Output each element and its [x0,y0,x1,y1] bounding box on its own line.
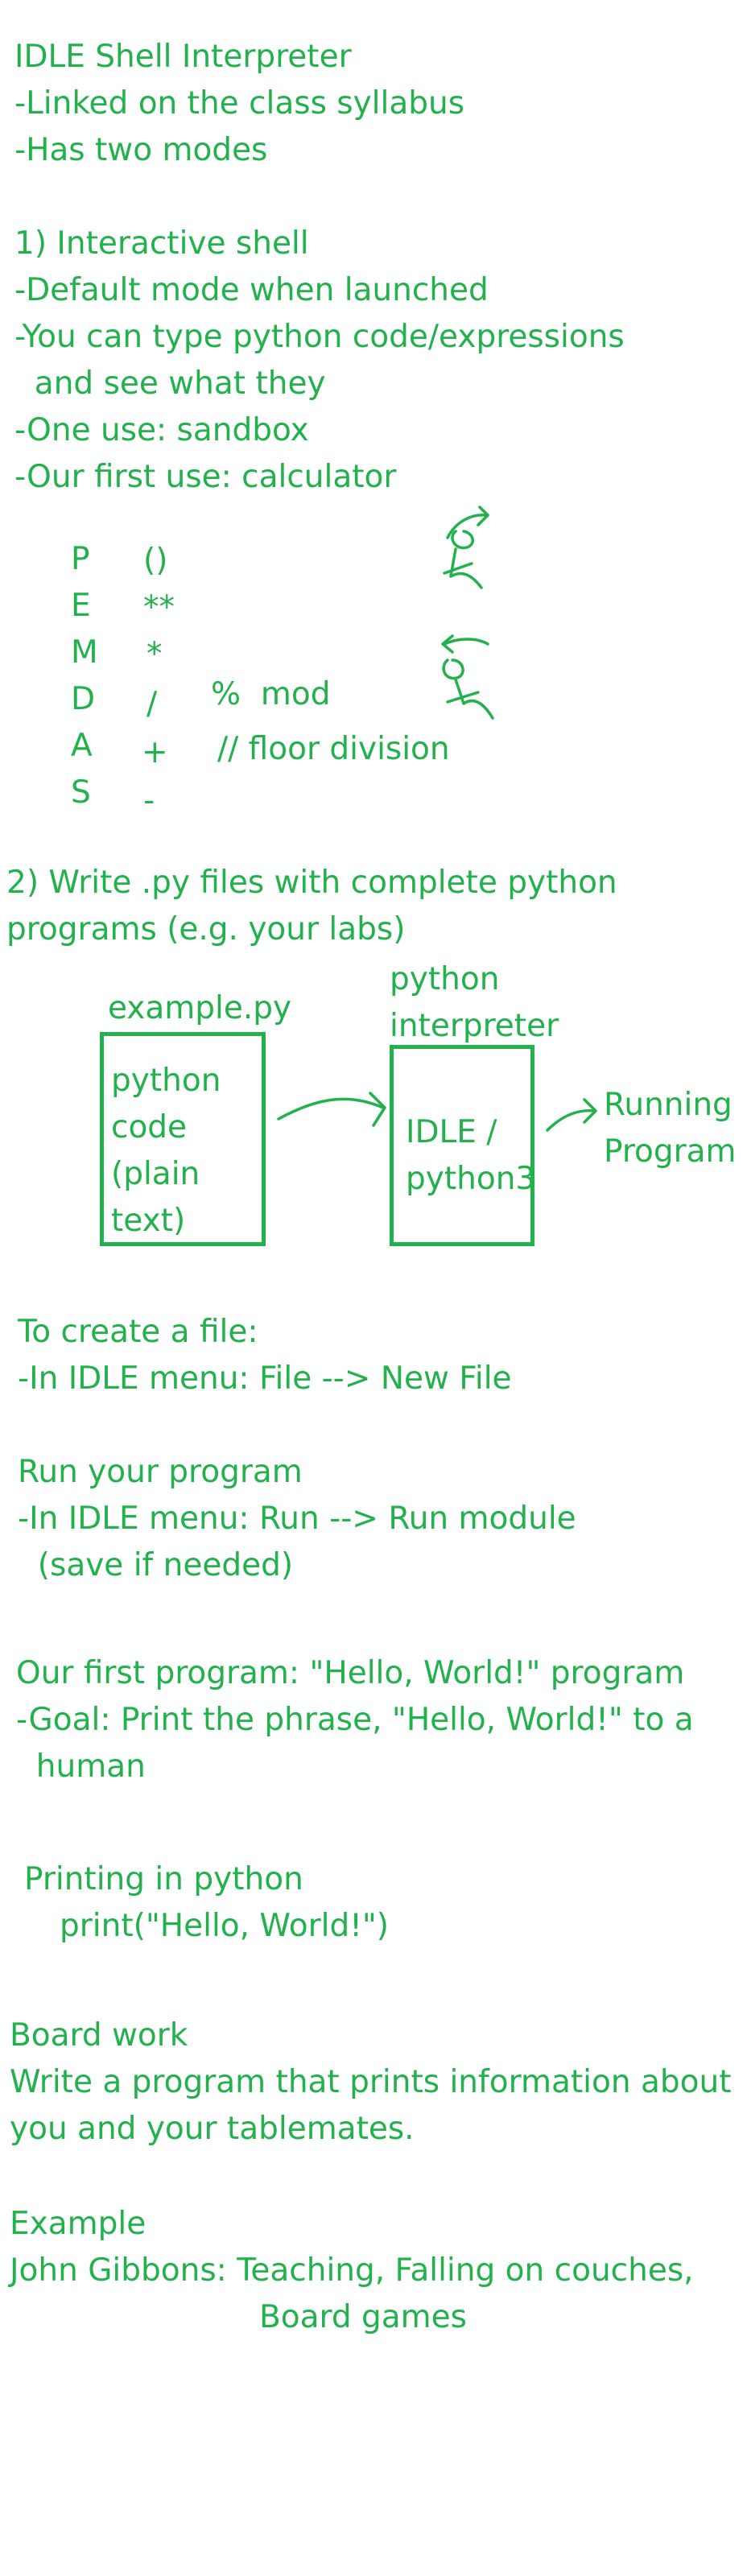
section-title: Run your program [18,1454,303,1490]
pemdas-letter: M [71,634,98,671]
note-line: human [16,1748,146,1785]
pemdas-letter: E [71,588,91,624]
output-label: Running [604,1087,733,1123]
page-title: IDLE Shell Interpreter [14,39,352,75]
note-line: and see what they [14,365,326,402]
floor-division-note: // floor division [217,731,450,767]
interpreter-label: interpreter [390,1008,559,1044]
note-line: (save if needed) [18,1547,294,1583]
interpreter-box-line: python3 [406,1161,536,1197]
file-box-line: text) [111,1203,186,1239]
section-title: Board work [10,2017,188,2054]
section-title: Example [10,2206,147,2242]
file-box [100,1032,266,1246]
note-line: -You can type python code/expressions [14,319,625,355]
pemdas-letter: S [71,774,91,811]
arrow-right-icon [277,1097,385,1121]
section-title: To create a file: [18,1314,258,1350]
mode2-title: 2) Write .py files with complete python [6,865,617,901]
pemdas-letter: A [71,728,93,764]
interpreter-box [390,1045,534,1246]
pemdas-operator: * [147,636,163,672]
file-box-line: (plain [111,1156,200,1192]
scribble-icon [441,634,454,654]
file-box-line: python [111,1063,221,1099]
interpreter-label: python [390,961,500,997]
scribble-icon [454,678,494,720]
interpreter-box-line: IDLE / [406,1114,497,1150]
note-line: programs (e.g. your labs) [6,911,406,947]
scribble-icon [446,691,480,704]
pemdas-operator: () [143,543,168,579]
output-label: Program [604,1133,737,1170]
note-line: Write a program that prints information … [10,2064,732,2100]
pemdas-letter: D [71,681,96,717]
section-title: Our first program: "Hello, World!" progr… [16,1655,685,1691]
note-line: -In IDLE menu: File --> New File [18,1360,512,1397]
note-line: Board games [259,2299,467,2335]
scribble-icon [442,658,464,680]
pemdas-letter: P [71,541,90,577]
scribble-icon [477,506,489,526]
section-title: Printing in python [24,1861,303,1897]
pemdas-operator: ** [143,589,175,625]
arrow-head-icon [583,1098,597,1124]
pemdas-operator: - [143,782,155,819]
scribble-icon [446,514,488,539]
note-line: -Has two modes [14,132,268,168]
note-line: -Goal: Print the phrase, "Hello, World!"… [16,1702,694,1738]
note-line: -In IDLE menu: Run --> Run module [18,1501,576,1537]
scribble-icon [451,530,474,550]
note-line: John Gibbons: Teaching, Falling on couch… [10,2252,694,2289]
scribble-icon [443,638,489,646]
pemdas-operator: / [147,686,158,722]
mod-note: % mod [211,676,331,712]
note-line: -Our first use: calculator [14,459,397,495]
file-box-line: code [111,1109,188,1146]
note-line: you and your tablemates. [10,2111,415,2147]
scribble-icon [449,547,483,589]
file-label: example.py [108,990,292,1026]
scribble-icon [443,562,473,575]
arrow-head-icon [369,1092,386,1127]
mode1-title: 1) Interactive shell [14,225,309,262]
note-line: -Linked on the class syllabus [14,85,465,122]
pemdas-operator: + [142,734,168,770]
arrow-right-icon [546,1108,596,1132]
note-line: -One use: sandbox [14,412,309,448]
code-line: print("Hello, World!") [60,1908,389,1944]
note-line: -Default mode when launched [14,272,489,308]
